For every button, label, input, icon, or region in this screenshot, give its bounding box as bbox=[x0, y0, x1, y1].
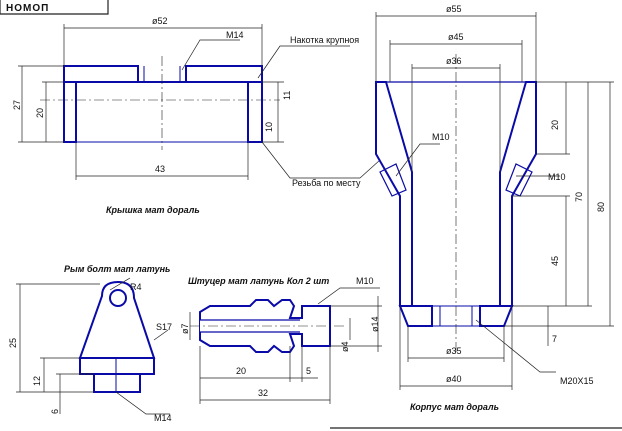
body-dim-m10-right: M10 bbox=[548, 172, 566, 182]
cover-caption: Крышка мат дораль bbox=[106, 205, 200, 215]
cover-part bbox=[18, 24, 381, 180]
body-dim-d40: ø40 bbox=[446, 374, 462, 384]
fitting-dim-m10: M10 bbox=[356, 276, 374, 286]
body-dim-m20x15: M20X15 bbox=[560, 376, 594, 386]
body-dim-d45: ø45 bbox=[448, 32, 464, 42]
body-dim-h80: 80 bbox=[596, 202, 606, 212]
body-dim-h20: 20 bbox=[550, 120, 560, 130]
fitting-dim-l20: 20 bbox=[236, 366, 246, 376]
eyebolt-dim-r4: R4 bbox=[130, 282, 142, 292]
eyebolt-caption: Рым болт мат латунь bbox=[64, 264, 170, 274]
body-part bbox=[375, 12, 614, 390]
stamp-text: НОМОП bbox=[6, 3, 49, 14]
fitting-caption: Штуцер мат латунь Кол 2 шт bbox=[188, 276, 329, 286]
cover-dim-h11: 11 bbox=[282, 91, 292, 100]
fitting-part bbox=[189, 287, 382, 404]
body-dim-d35: ø35 bbox=[446, 346, 462, 356]
cover-dim-m14: M14 bbox=[226, 30, 244, 40]
eyebolt-dim-h6: 6 bbox=[50, 409, 60, 414]
body-dim-d36: ø36 bbox=[446, 56, 462, 66]
fitting-dim-l32: 32 bbox=[258, 388, 268, 398]
cover-thread-note: Резьба по месту bbox=[292, 178, 361, 188]
fitting-dim-d4: ø4 bbox=[340, 341, 350, 352]
title-stamp: НОМОП bbox=[0, 0, 109, 15]
eyebolt-dim-h25: 25 bbox=[8, 338, 18, 348]
cover-dim-w43: 43 bbox=[155, 164, 165, 174]
cover-dim-h27: 27 bbox=[12, 100, 22, 110]
cover-dim-d52: ø52 bbox=[152, 16, 168, 26]
fitting-dim-d7: ø7 bbox=[180, 323, 190, 334]
body-dim-h7: 7 bbox=[552, 334, 557, 344]
body-dim-h45: 45 bbox=[550, 256, 560, 266]
cover-dim-h20: 20 bbox=[35, 108, 45, 118]
fitting-dim-d14: ø14 bbox=[370, 316, 380, 332]
cover-dim-h10: 10 bbox=[264, 122, 274, 132]
cover-knurl-note: Накотка крупноя bbox=[290, 35, 359, 45]
body-dim-d55: ø55 bbox=[446, 4, 462, 14]
body-dim-m10-left: M10 bbox=[432, 132, 450, 142]
eyebolt-part bbox=[16, 277, 170, 415]
eyebolt-dim-m14: M14 bbox=[154, 413, 172, 423]
body-caption: Корпус мат дораль bbox=[410, 402, 499, 412]
fitting-dim-l5: 5 bbox=[306, 366, 311, 376]
eyebolt-dim-h12: 12 bbox=[32, 376, 42, 386]
eyebolt-dim-s17: S17 bbox=[156, 322, 172, 332]
body-dim-h70: 70 bbox=[574, 192, 584, 202]
